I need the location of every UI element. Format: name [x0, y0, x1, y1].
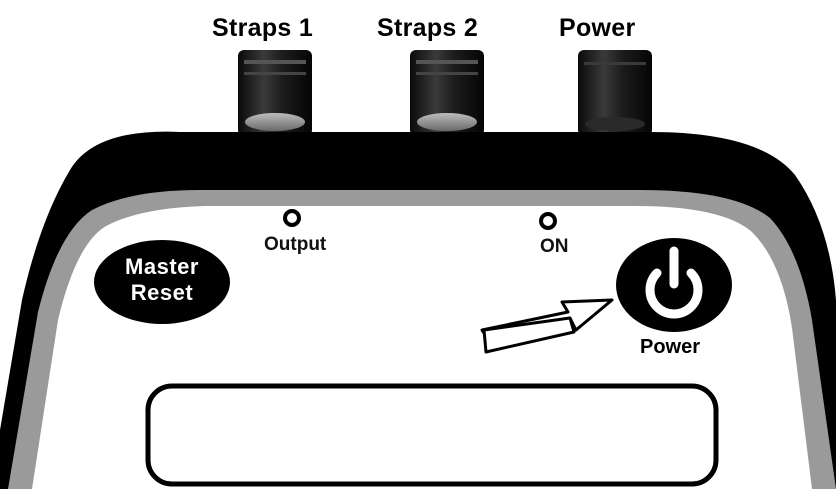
straps-1-label: Straps 1	[212, 14, 314, 42]
master-reset-button-shape	[94, 240, 230, 324]
on-led	[539, 212, 557, 230]
straps-1-connector	[238, 50, 312, 136]
power-port-label: Power	[559, 14, 636, 42]
straps-2-label: Straps 2	[377, 14, 479, 42]
straps-2-connector	[410, 50, 484, 136]
on-led-label: ON	[540, 236, 569, 257]
power-button[interactable]	[616, 240, 732, 332]
display-window	[145, 383, 719, 487]
master-reset-button[interactable]	[94, 240, 230, 322]
output-led	[283, 209, 301, 227]
power-button-label: Power	[640, 336, 701, 358]
arrow-icon	[480, 298, 614, 354]
power-symbol-icon	[645, 246, 703, 319]
power-connector	[578, 50, 652, 136]
master-reset-label: Master Reset	[125, 254, 199, 305]
output-led-label: Output	[264, 234, 327, 255]
